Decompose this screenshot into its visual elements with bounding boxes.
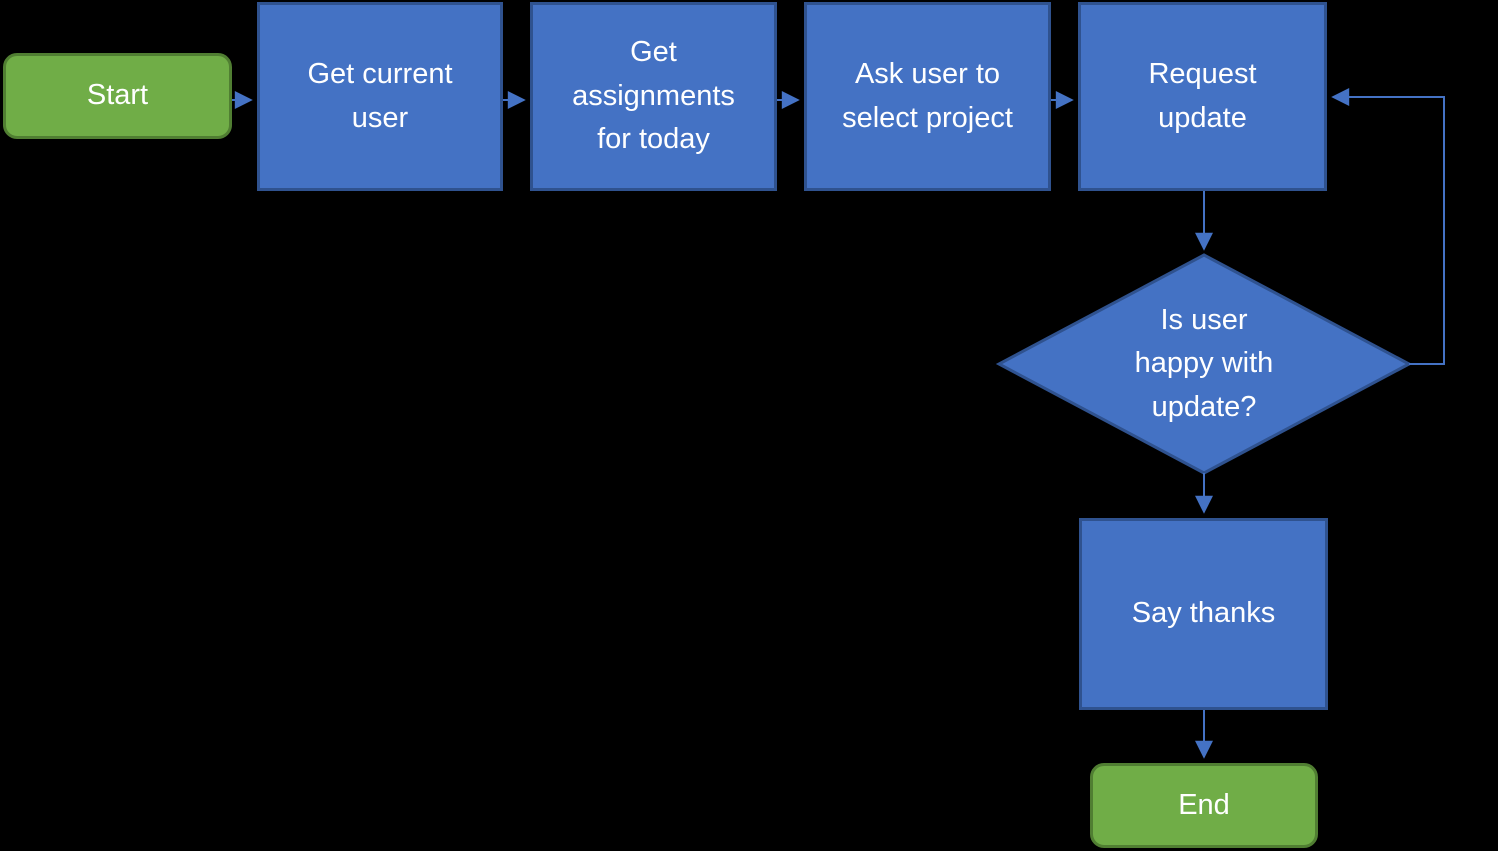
flowchart-node-request-update: Request update xyxy=(1078,2,1327,191)
flowchart-node-start: Start xyxy=(3,53,232,139)
node-label-request-update: Request update xyxy=(1148,58,1257,134)
flowchart-node-is-user-happy-with-update: Is user happy with update? xyxy=(1004,255,1404,473)
flowchart-node-end: End xyxy=(1090,763,1318,848)
node-label-ask-user-to-select-project: Ask user to select project xyxy=(842,58,1013,134)
node-label-get-assignments-for-today: Get assignments for today xyxy=(572,36,735,156)
node-label-start: Start xyxy=(86,79,149,112)
flowchart-node-get-assignments-for-today: Get assignments for today xyxy=(530,2,777,191)
node-label-get-current-user: Get current user xyxy=(307,58,453,134)
flowchart-node-get-current-user: Get current user xyxy=(257,2,503,191)
flowchart-node-say-thanks: Say thanks xyxy=(1079,518,1328,710)
node-label-end: End xyxy=(1178,788,1230,821)
node-label-say-thanks: Say thanks xyxy=(1131,597,1276,630)
flowchart-node-ask-user-to-select-project: Ask user to select project xyxy=(804,2,1051,191)
node-label-is-user-happy-with-update: Is user happy with update? xyxy=(1134,303,1274,423)
arrow-decision-loop-to-request-update xyxy=(1331,88,1445,365)
